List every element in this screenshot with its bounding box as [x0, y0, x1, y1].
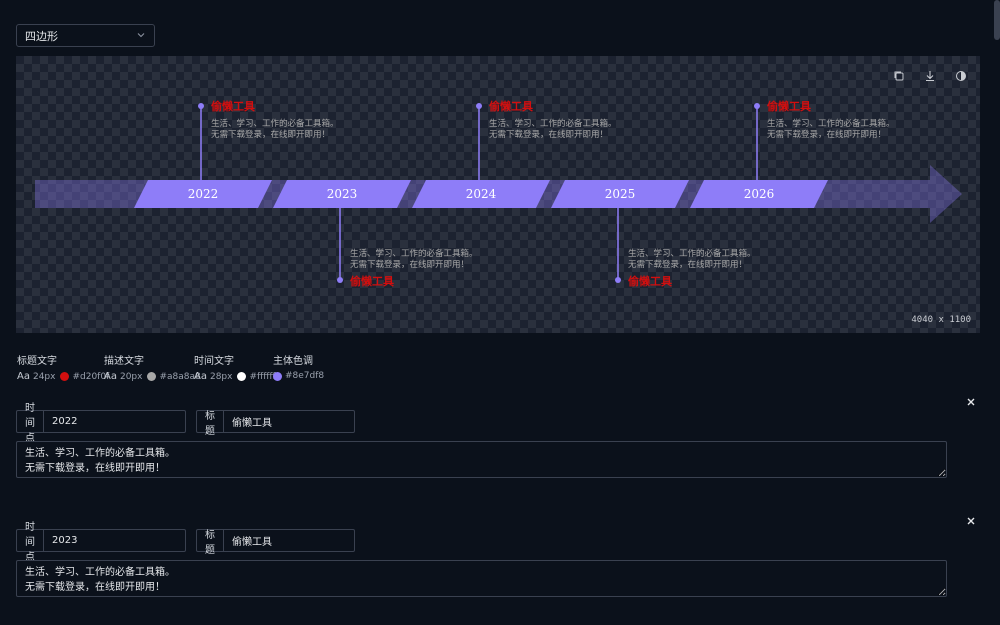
download-icon	[926, 71, 934, 82]
year-segment	[690, 180, 828, 208]
time-point-label: 时间点	[17, 403, 44, 444]
event-desc: 无需下载登录，在线即开即用！	[628, 259, 747, 270]
event-desc: 无需下载登录，在线即开即用！	[211, 129, 330, 140]
download-button[interactable]	[923, 68, 937, 82]
color-swatch[interactable]	[147, 372, 157, 381]
time-point-input[interactable]	[44, 530, 185, 551]
legend-size: 24px	[32, 371, 56, 382]
legend-label: 时间文字	[194, 356, 234, 367]
connector-dot	[754, 103, 760, 109]
connector-dot	[476, 103, 482, 109]
scrollbar[interactable]	[994, 0, 1000, 40]
event-title: 偷懒工具	[211, 99, 255, 113]
legend-color: #a8a8a8	[159, 371, 201, 382]
color-swatch[interactable]	[273, 371, 282, 381]
legend-color: #ffffff	[249, 371, 276, 382]
theme-toggle-button[interactable]	[954, 68, 968, 82]
legend-color: #8e7df8	[285, 371, 325, 381]
color-swatch[interactable]	[237, 372, 247, 381]
font-size-icon: Aa	[17, 371, 30, 382]
time-point-field: 时间点	[16, 403, 186, 444]
event-desc: 生活、学习、工作的必备工具箱。	[211, 118, 339, 129]
copy-button[interactable]	[892, 68, 906, 82]
legend-desc-text: 描述文字 Aa 20px #a8a8a8	[104, 352, 201, 382]
legend-size: 20px	[119, 371, 143, 382]
connector-dot	[615, 277, 621, 283]
time-point-field: 时间点	[16, 522, 186, 563]
title-label: 标题	[197, 411, 224, 437]
title-label: 标题	[197, 530, 224, 556]
legend-label: 主体色调	[273, 356, 313, 367]
timeline-graphic: 2022偷懒工具生活、学习、工作的必备工具箱。无需下载登录，在线即开即用！202…	[35, 99, 962, 288]
event-desc: 生活、学习、工作的必备工具箱。	[767, 118, 895, 129]
shape-select-value: 四边形	[25, 29, 58, 43]
event-title: 偷懒工具	[767, 99, 811, 113]
legend-color: #d20f0f	[72, 371, 110, 382]
event-desc: 生活、学习、工作的必备工具箱。	[628, 248, 756, 259]
event-desc: 生活、学习、工作的必备工具箱。	[350, 248, 478, 259]
description-textarea[interactable]	[16, 560, 947, 597]
shape-select[interactable]: 四边形	[16, 24, 155, 47]
close-icon[interactable]	[965, 515, 977, 527]
event-desc: 生活、学习、工作的必备工具箱。	[489, 118, 617, 129]
legend-label: 标题文字	[17, 356, 57, 367]
time-point-input[interactable]	[44, 411, 185, 432]
year-label: 2026	[744, 187, 775, 201]
canvas-dimensions: 4040 x 1100	[911, 315, 971, 325]
connector-dot	[198, 103, 204, 109]
year-segment	[551, 180, 689, 208]
title-input[interactable]	[224, 530, 365, 551]
legend-size: 28px	[209, 371, 233, 382]
event-title: 偷懒工具	[350, 274, 394, 288]
event-title: 偷懒工具	[489, 99, 533, 113]
close-icon[interactable]	[965, 396, 977, 408]
theme-contrast-icon	[956, 71, 966, 81]
legend-time-text: 时间文字 Aa 28px #ffffff	[194, 352, 276, 382]
legend-label: 描述文字	[104, 356, 144, 367]
event-desc: 无需下载登录，在线即开即用！	[489, 129, 608, 140]
event-desc: 无需下载登录，在线即开即用！	[767, 129, 886, 140]
year-label: 2022	[188, 187, 219, 201]
year-label: 2025	[605, 187, 636, 201]
year-label: 2023	[327, 187, 358, 201]
time-point-label: 时间点	[17, 522, 44, 563]
event-desc: 无需下载登录，在线即开即用！	[350, 259, 469, 270]
year-segment	[134, 180, 272, 208]
description-textarea[interactable]	[16, 441, 947, 478]
connector-dot	[337, 277, 343, 283]
font-size-icon: Aa	[104, 371, 117, 382]
title-field: 标题	[196, 410, 365, 437]
legend-theme-color: 主体色调 #8e7df8	[273, 352, 324, 381]
font-size-icon: Aa	[194, 371, 207, 382]
chevron-down-icon	[137, 33, 145, 38]
event-title: 偷懒工具	[628, 274, 672, 288]
copy-icon	[894, 71, 904, 81]
year-segment	[412, 180, 550, 208]
title-field: 标题	[196, 529, 365, 556]
year-segment	[273, 180, 411, 208]
title-input[interactable]	[224, 411, 365, 432]
year-label: 2024	[466, 187, 497, 201]
legend-title-text: 标题文字 Aa 24px #d20f0f	[17, 352, 109, 382]
color-swatch[interactable]	[60, 372, 70, 381]
